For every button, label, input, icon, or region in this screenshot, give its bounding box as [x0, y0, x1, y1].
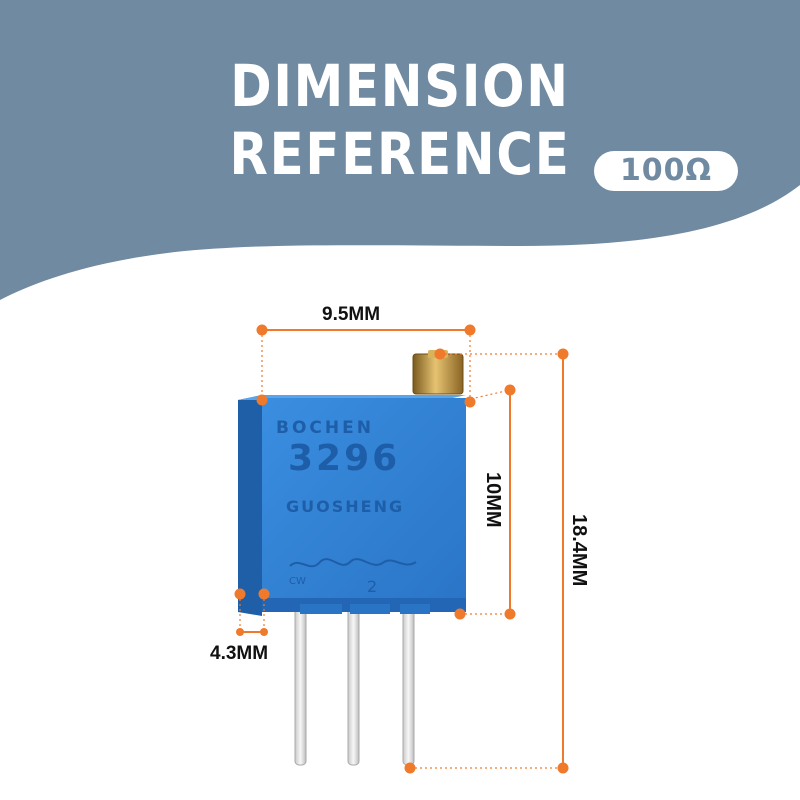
marking-maker: GUOSHENG: [286, 497, 404, 516]
total-height-dimension-label: 18.4MM: [568, 514, 590, 587]
marking-brand: BOCHEN: [276, 418, 374, 438]
pin-right: [402, 604, 415, 766]
body-height-dimension-label: 10MM: [482, 472, 504, 528]
body-side: [238, 395, 262, 616]
marking-pin: 2: [367, 577, 377, 596]
pin-left: [294, 604, 307, 766]
depth-dimension-label: 4.3MM: [210, 643, 269, 664]
header-band: [0, 0, 800, 300]
pin-middle: [347, 604, 360, 766]
marking-squiggle: [289, 558, 417, 568]
page-title: DIMENSION REFERENCE: [229, 52, 571, 188]
body-front: [262, 398, 466, 612]
adjust-screw: [412, 353, 464, 395]
marking-cw: CW: [289, 576, 306, 587]
marking-model: 3296: [288, 438, 400, 479]
width-dimension-label: 9.5MM: [322, 304, 381, 325]
resistance-badge: 100Ω: [594, 151, 738, 191]
